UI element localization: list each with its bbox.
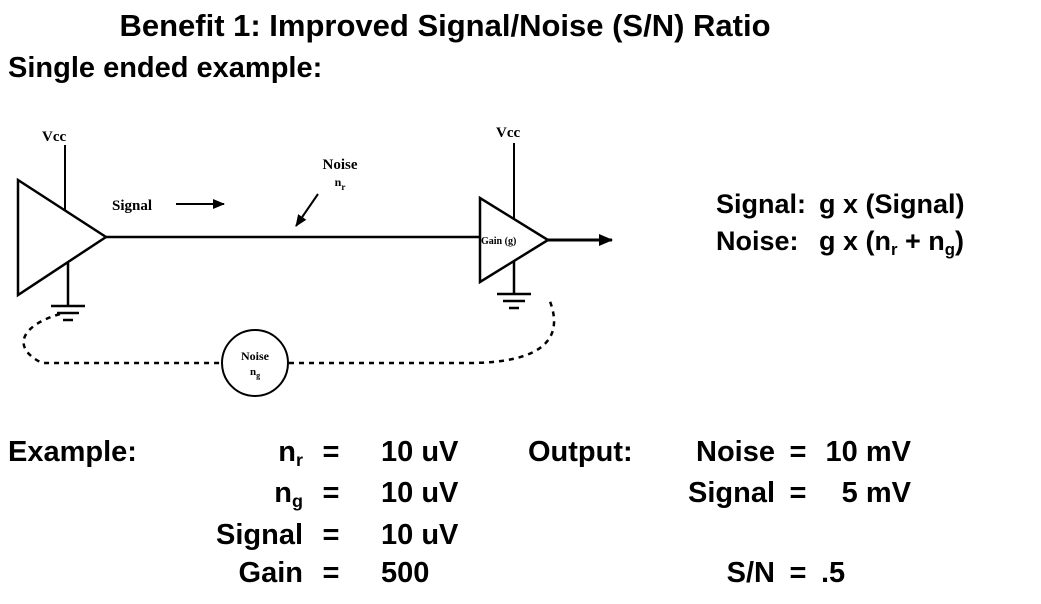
ground-loop-dashed-left xyxy=(22,312,221,365)
signal-formula-value: g x (Signal) xyxy=(819,189,965,219)
example-row-signal: Signal = 10 uV xyxy=(115,519,458,552)
output-formulas: Signal: g x (Signal) Noise:g x (nr + ng) xyxy=(716,186,965,263)
example-param: nr xyxy=(278,436,303,471)
equals-sign: = xyxy=(322,519,340,551)
signal-label: Signal xyxy=(112,198,152,214)
noise-r-arrow xyxy=(295,193,319,227)
sn-ratio-value: .5 xyxy=(821,557,846,589)
subtitle: Single ended example: xyxy=(8,52,323,84)
output-param: Signal xyxy=(687,477,775,509)
noise-g-label: Noise xyxy=(241,349,270,363)
example-label: Example: xyxy=(8,436,137,468)
output-row-signal: Signal = 5 mV xyxy=(640,477,911,510)
example-value: 500 xyxy=(381,557,430,589)
right-vcc-label: Vcc xyxy=(496,125,520,141)
noise-formula: Noise:g x (nr + ng) xyxy=(716,223,965,263)
noise-g-source-circle xyxy=(221,329,289,397)
output-value: 5 mV xyxy=(841,477,911,509)
equals-sign: = xyxy=(322,557,340,589)
left-amplifier-triangle xyxy=(16,177,109,298)
left-vcc-label: Vcc xyxy=(42,129,66,145)
equals-sign: = xyxy=(789,477,807,509)
example-row-nr: nr = 10 uV xyxy=(115,436,459,471)
example-row-gain: Gain = 500 xyxy=(115,557,430,590)
example-param: Gain xyxy=(238,557,303,589)
equals-sign: = xyxy=(789,436,807,468)
right-ground-symbol xyxy=(497,261,531,310)
sn-ratio-label: S/N xyxy=(726,557,775,589)
output-label: Output: xyxy=(528,436,633,468)
noise-r-symbol: nr xyxy=(335,175,346,192)
equals-sign: = xyxy=(789,557,807,589)
signal-formula-label: Signal: xyxy=(716,189,807,219)
example-value: 10 uV xyxy=(381,519,459,551)
noise-r-label: Noise xyxy=(323,157,358,173)
page-title: Benefit 1: Improved Signal/Noise (S/N) R… xyxy=(119,8,771,43)
output-row-sn: S/N = .5 xyxy=(640,557,931,590)
left-ground-symbol xyxy=(51,263,85,322)
equals-sign: = xyxy=(322,436,340,468)
equals-sign: = xyxy=(322,477,340,509)
example-param: Signal xyxy=(215,519,303,551)
noise-g-symbol: ng xyxy=(250,366,260,380)
signal-formula: Signal: g x (Signal) xyxy=(716,186,965,223)
example-value: 10 uV xyxy=(381,436,459,468)
example-value: 10 uV xyxy=(381,477,459,509)
ground-loop-dashed-right xyxy=(289,298,556,365)
gain-label: Gain (g) xyxy=(481,236,516,247)
example-param: ng xyxy=(274,477,303,512)
noise-formula-label: Noise: xyxy=(716,226,799,256)
output-value: 10 mV xyxy=(825,436,911,468)
output-param: Noise xyxy=(696,436,775,468)
output-row-noise: Noise = 10 mV xyxy=(640,436,911,469)
example-row-ng: ng = 10 uV xyxy=(115,477,459,512)
circuit-diagram: Vcc Signal Noise nr Vcc Gain (g) xyxy=(16,125,613,397)
